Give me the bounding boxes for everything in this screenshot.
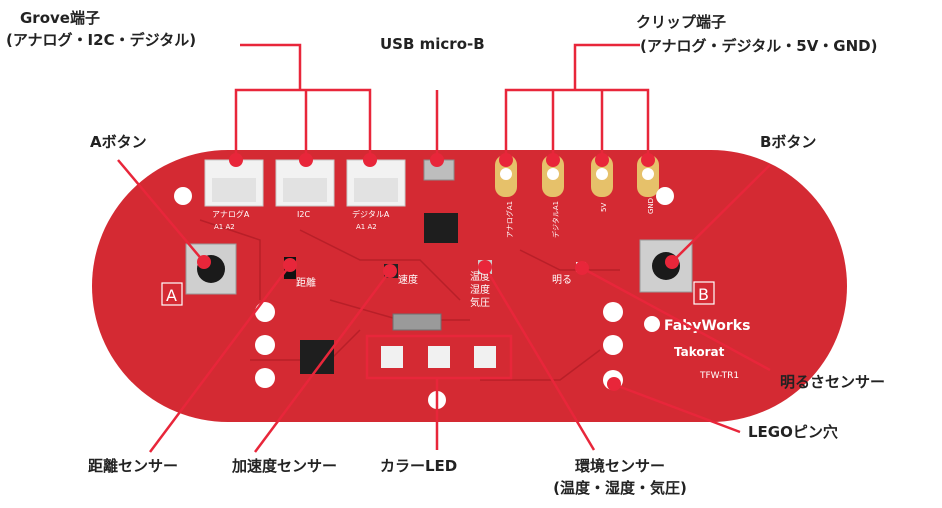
silk-clip-gnd: GND bbox=[647, 198, 655, 214]
label-grove-sub: (アナログ・I2C・デジタル) bbox=[6, 31, 197, 49]
silk-a1a2-2: A1 A2 bbox=[356, 223, 377, 231]
label-env-title: 環境センサー bbox=[574, 457, 665, 475]
silk-model: TFW-TR1 bbox=[699, 371, 739, 381]
label-grove-title: Grove端子 bbox=[20, 9, 100, 27]
ic-chip-main bbox=[424, 213, 458, 243]
lego-hole-right-1 bbox=[603, 302, 623, 322]
label-color-led: カラーLED bbox=[380, 457, 458, 475]
led-1 bbox=[381, 346, 403, 368]
grove-connector-i2c bbox=[275, 159, 335, 207]
silk-kiatsu: 気圧 bbox=[470, 296, 490, 309]
silk-digital-a: デジタルA bbox=[352, 209, 390, 219]
pcb-board bbox=[92, 150, 847, 422]
silk-takorat: Takorat bbox=[674, 345, 725, 359]
silk-btn-a: A bbox=[166, 286, 177, 305]
clip-terminal-5v bbox=[591, 155, 613, 197]
silk-clip-analog: アナログA1 bbox=[505, 201, 514, 238]
silk-kyori: 距離 bbox=[296, 276, 316, 289]
clip-terminal-gnd bbox=[637, 155, 659, 197]
grove-connector-analog bbox=[204, 159, 264, 207]
clip-terminal-digital bbox=[542, 155, 564, 197]
label-a-button: Aボタン bbox=[90, 133, 147, 151]
silk-a1a2-1: A1 A2 bbox=[214, 223, 235, 231]
clip-terminal-analog bbox=[495, 155, 517, 197]
leader-dots bbox=[197, 153, 679, 391]
label-b-button: Bボタン bbox=[760, 133, 817, 151]
label-clip-title: クリップ端子 bbox=[636, 13, 727, 31]
silk-analog-a: アナログA bbox=[212, 209, 250, 219]
silk-clip-5v: 5V bbox=[600, 203, 608, 212]
label-accel-sensor: 加速度センサー bbox=[232, 457, 338, 475]
label-lego-hole: LEGOピン穴 bbox=[748, 423, 838, 441]
label-clip-sub: (アナログ・デジタル・5V・GND) bbox=[640, 37, 878, 55]
mount-hole-top-left bbox=[174, 187, 192, 205]
brand-logo-icon bbox=[644, 316, 660, 332]
lego-hole-left-2 bbox=[255, 335, 275, 355]
lego-hole-right-2 bbox=[603, 335, 623, 355]
crystal bbox=[392, 313, 442, 331]
label-light-sensor: 明るさセンサー bbox=[780, 373, 886, 391]
leader-lines bbox=[117, 43, 771, 453]
silk-kasokudo: 速度 bbox=[398, 273, 418, 286]
silk-akaru: 明る bbox=[552, 274, 572, 286]
silk-btn-b: B bbox=[698, 285, 709, 304]
silk-brand: FabyWorks bbox=[664, 318, 750, 334]
led-3 bbox=[474, 346, 496, 368]
lego-hole-left-1 bbox=[255, 302, 275, 322]
lego-hole-left-3 bbox=[255, 368, 275, 388]
silk-clip-digital: デジタルA1 bbox=[551, 201, 560, 238]
grove-connector-digital bbox=[346, 159, 406, 207]
silk-shitsudo: 湿度 bbox=[470, 283, 490, 296]
silk-i2c: I2C bbox=[297, 210, 310, 219]
mount-hole-top-right bbox=[656, 187, 674, 205]
label-usb: USB micro-B bbox=[380, 35, 485, 53]
label-distance-sensor: 距離センサー bbox=[88, 457, 179, 475]
led-2 bbox=[428, 346, 450, 368]
label-env-sub: (温度・湿度・気圧) bbox=[553, 479, 687, 497]
